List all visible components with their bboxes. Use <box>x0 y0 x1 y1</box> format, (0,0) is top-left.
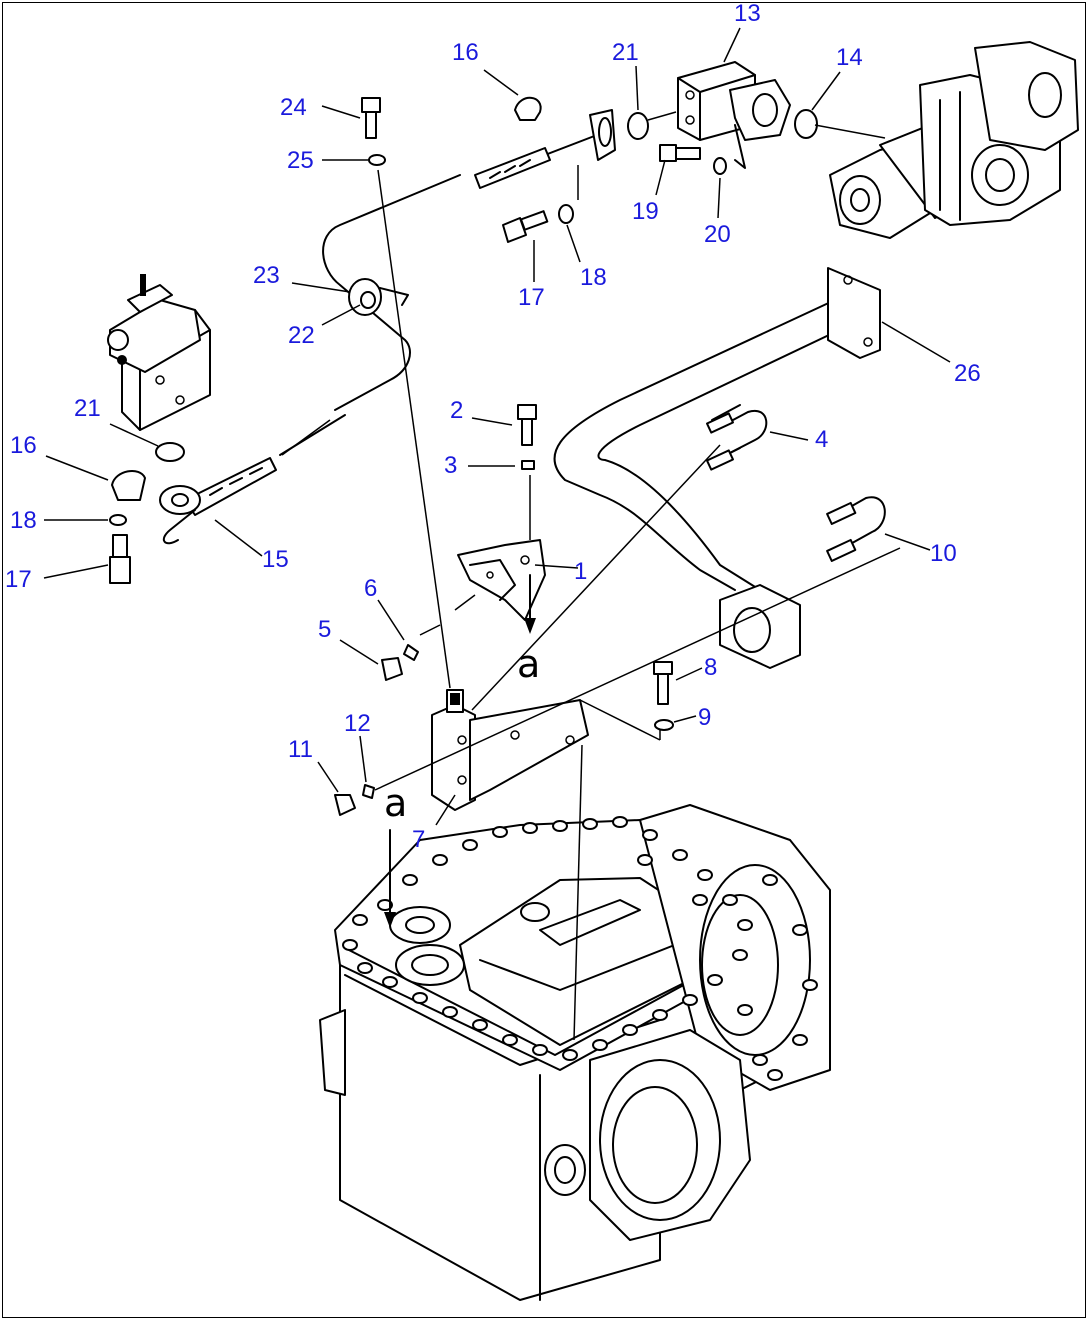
transmission-case <box>319 804 831 1301</box>
cover-bolt-head <box>707 974 723 986</box>
cover-bolt-head <box>692 894 708 906</box>
callout-8: 8 <box>704 654 718 681</box>
callout-24: 24 <box>280 94 307 121</box>
callout-15: 15 <box>262 546 289 573</box>
cover-bolt-head <box>732 949 748 961</box>
cover-bolt-head <box>582 818 598 830</box>
valve-block <box>107 274 211 431</box>
callout-23: 23 <box>253 262 280 289</box>
callout-1: 1 <box>574 558 588 585</box>
u-bolt-10 <box>826 496 886 562</box>
callout-6: 6 <box>364 575 378 602</box>
callout-13: 13 <box>734 0 761 27</box>
cover-bolt-head <box>492 826 508 838</box>
cover-bolt-head <box>402 874 418 886</box>
callout-7: 7 <box>412 826 426 853</box>
cover-bolt-head <box>672 849 688 861</box>
cover-bolt-head <box>352 914 368 926</box>
u-bolt-4 <box>706 404 768 471</box>
bracket-7 <box>431 689 589 811</box>
cover-bolt-head <box>462 839 478 851</box>
callout-11: 11 <box>288 736 313 763</box>
callout-19: 19 <box>632 198 659 225</box>
cover-bolt-head <box>532 1044 548 1056</box>
cover-bolt-head <box>592 1039 608 1051</box>
callout-21-left: 21 <box>74 395 101 422</box>
callout-12: 12 <box>344 710 371 737</box>
callout-26: 26 <box>954 360 981 387</box>
reference-mark-a-upper: a <box>517 642 541 686</box>
cover-bolt-head <box>442 1006 458 1018</box>
cover-bolt-head <box>642 829 658 841</box>
cover-bolt-head <box>522 822 538 834</box>
callout-25: 25 <box>287 147 314 174</box>
cover-bolt-head <box>382 976 398 988</box>
cover-bolt-head <box>342 939 358 951</box>
callout-4: 4 <box>815 426 829 453</box>
callout-18-top: 18 <box>580 264 607 291</box>
callout-21-top: 21 <box>612 39 639 66</box>
callout-3: 3 <box>444 452 458 479</box>
cover-bolt-head <box>767 1069 783 1081</box>
callout-14: 14 <box>836 44 863 71</box>
cover-bolt-head <box>377 899 393 911</box>
cover-bolt-head <box>652 1009 668 1021</box>
cover-bolt-head <box>637 854 653 866</box>
leader-lines <box>43 27 951 1041</box>
callout-9: 9 <box>698 704 712 731</box>
cover-bolt-head <box>737 1004 753 1016</box>
callout-18-left: 18 <box>10 507 37 534</box>
bracket-1 <box>457 539 546 621</box>
block-13 <box>677 61 791 169</box>
cover-bolt-head <box>412 992 428 1004</box>
pipe-26 <box>553 267 881 669</box>
callout-5: 5 <box>318 616 332 643</box>
cover-bolt-head <box>792 1034 808 1046</box>
cover-bolt-head <box>792 924 808 936</box>
callout-17-left: 17 <box>5 566 32 593</box>
reference-mark-a-lower: a <box>384 781 408 825</box>
cover-bolt-head <box>472 1019 488 1031</box>
callout-2: 2 <box>450 397 464 424</box>
cover-bolt-head <box>722 894 738 906</box>
cover-bolt-head <box>357 962 373 974</box>
cover-bolt-head <box>552 820 568 832</box>
cover-bolt-head <box>432 854 448 866</box>
cover-bolt-head <box>562 1049 578 1061</box>
cover-bolt-head <box>612 816 628 828</box>
pump-assembly <box>829 41 1079 239</box>
callout-16-top: 16 <box>452 39 479 66</box>
cover-bolt-head <box>502 1034 518 1046</box>
callout-17-top: 17 <box>518 284 545 311</box>
callout-10: 10 <box>930 540 957 567</box>
cover-bolt-head <box>737 919 753 931</box>
cover-bolt-head <box>697 869 713 881</box>
cover-bolt-head <box>622 1024 638 1036</box>
callout-22: 22 <box>288 322 315 349</box>
tube-assembly <box>159 96 616 545</box>
small-hardware <box>109 97 818 816</box>
cover-bolt-head <box>802 979 818 991</box>
callout-16-left: 16 <box>10 432 37 459</box>
callout-20: 20 <box>704 221 731 248</box>
cover-bolt-head <box>752 1054 768 1066</box>
cover-bolt-head <box>762 874 778 886</box>
cover-bolt-head <box>682 994 698 1006</box>
